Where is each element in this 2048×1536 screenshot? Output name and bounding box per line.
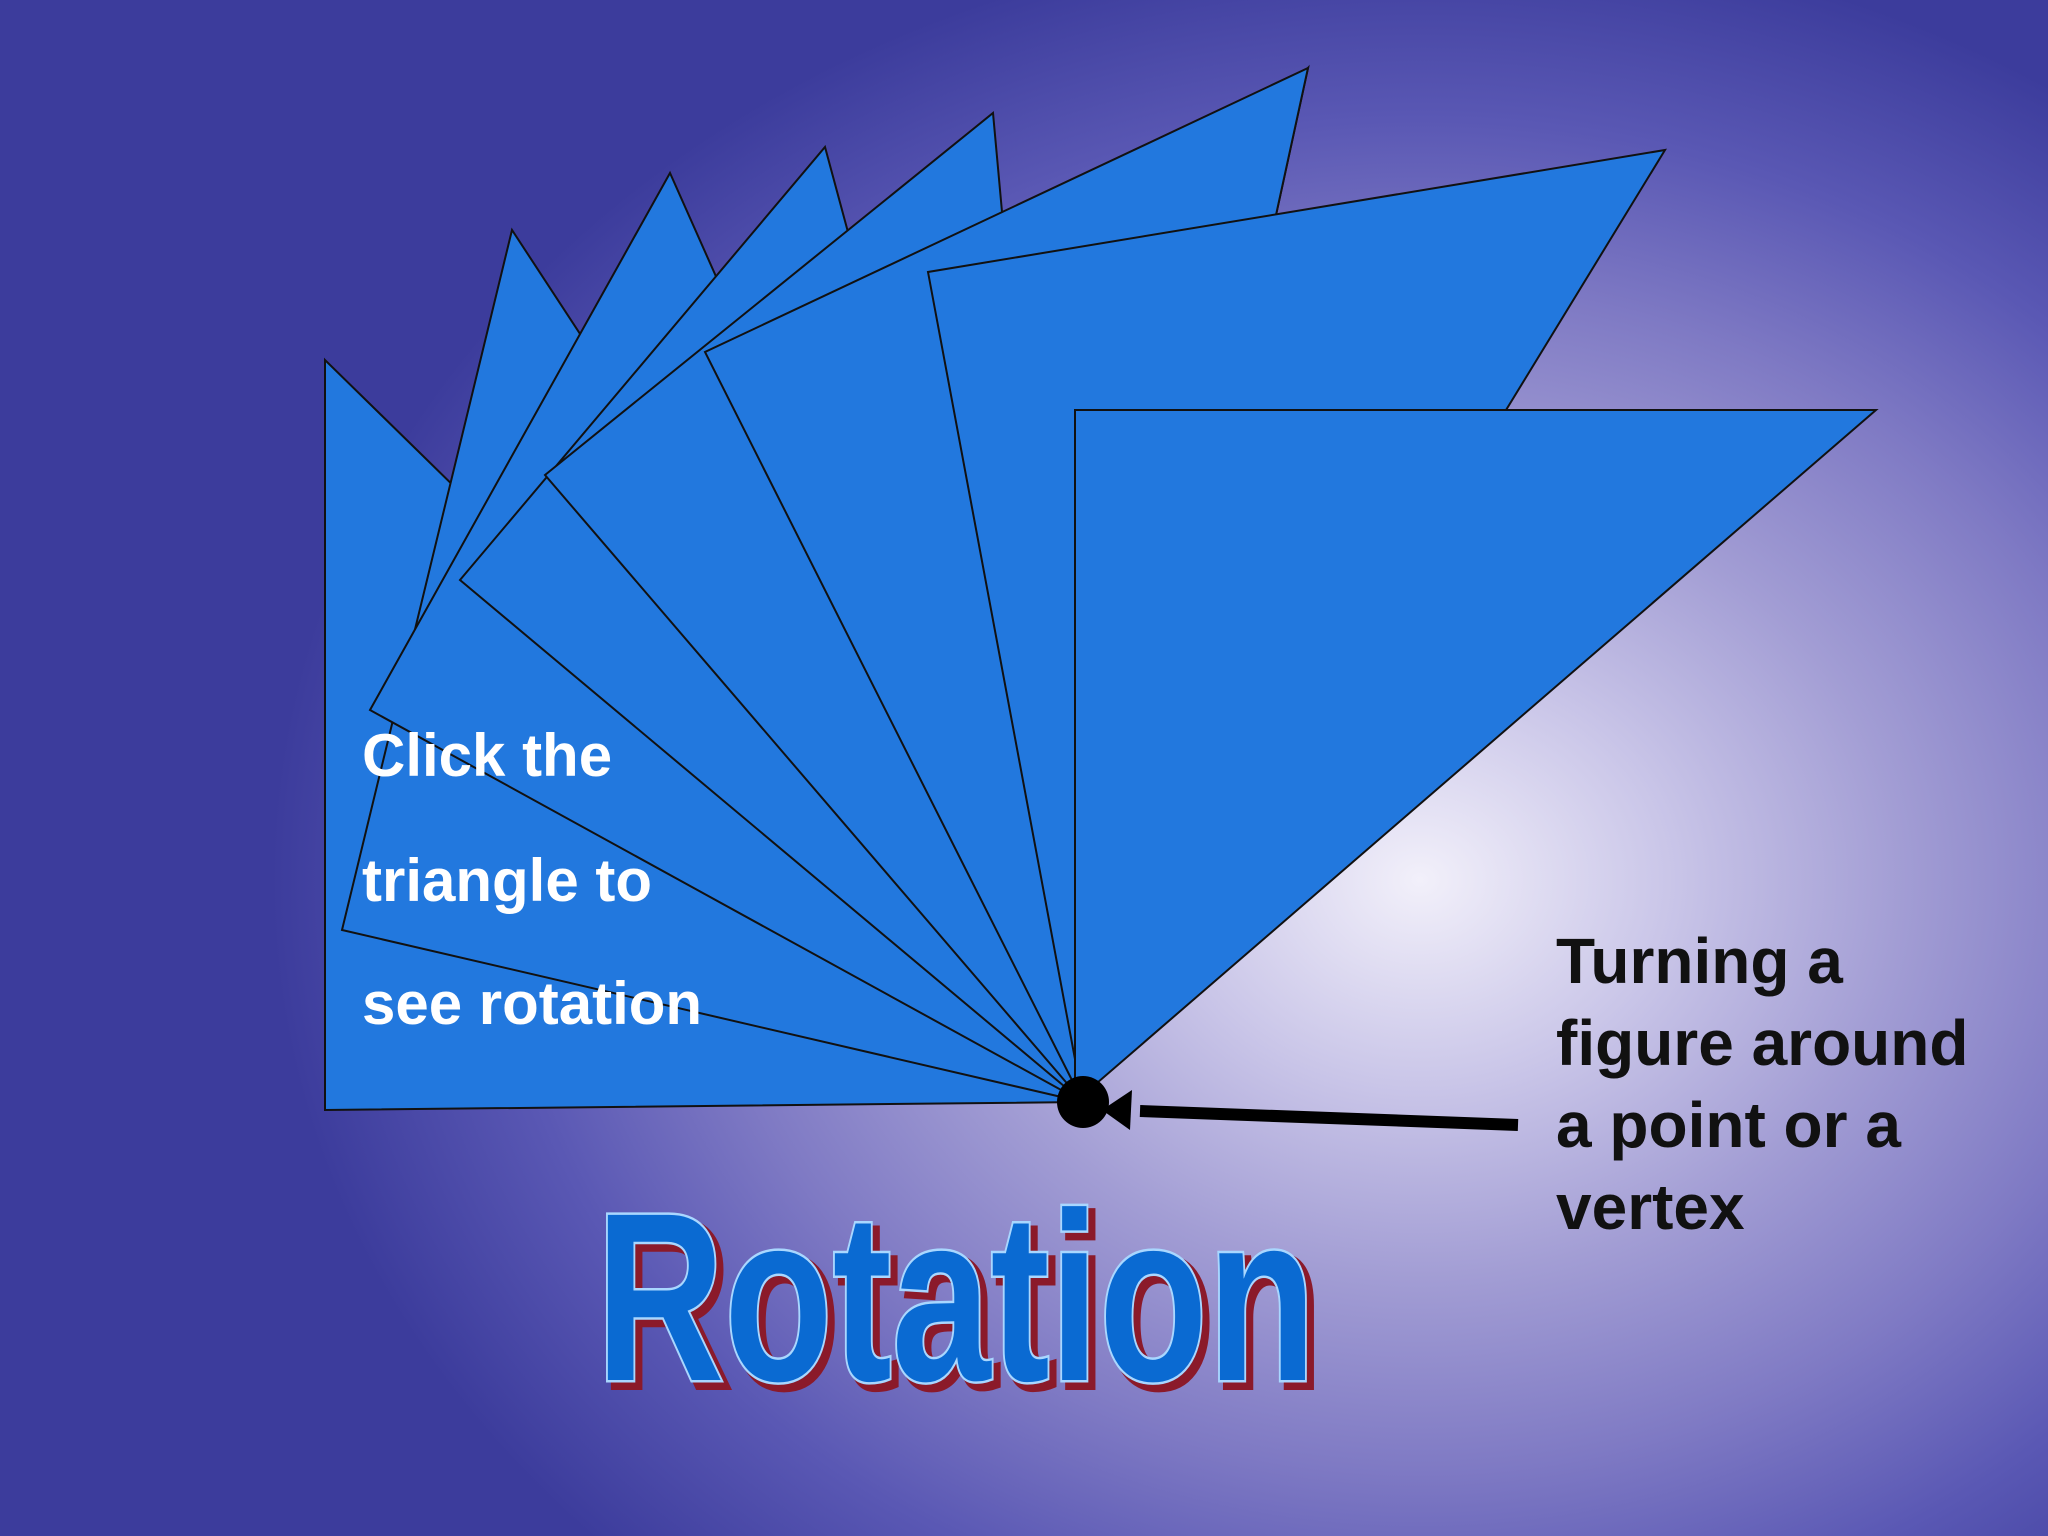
instruction-line-3: see rotation: [362, 970, 703, 1037]
definition-text: Turning a figure around a point or a ver…: [1556, 920, 2036, 1248]
definition-line-2: figure around: [1556, 1007, 1969, 1079]
instruction-line-2: triangle to: [362, 847, 653, 914]
definition-line-4: vertex: [1556, 1171, 1745, 1243]
pivot-point-icon: [1057, 1076, 1109, 1128]
definition-line-3: a point or a: [1556, 1089, 1901, 1161]
title-shadow: Rotation: [602, 1169, 1322, 1437]
slide-title: Rotation: [596, 1163, 1316, 1431]
triangle-fan[interactable]: [324, 64, 1879, 1112]
original-triangle[interactable]: [1074, 409, 1879, 1105]
instruction-line-1: Click the: [362, 722, 613, 789]
arrow-pointer-icon: [1102, 1090, 1519, 1131]
definition-line-1: Turning a: [1556, 925, 1843, 997]
